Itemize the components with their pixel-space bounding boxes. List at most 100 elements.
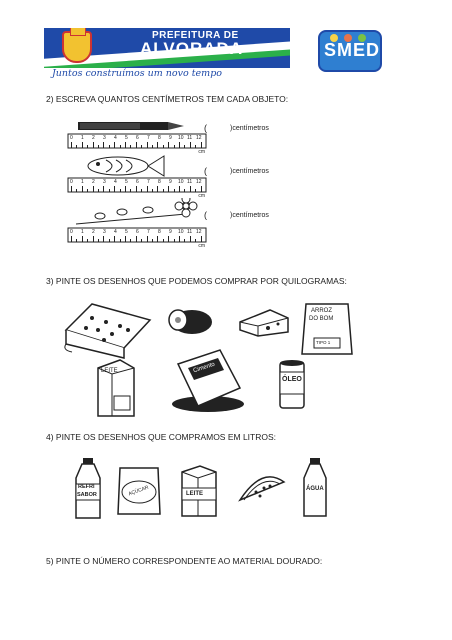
ruler-tick <box>103 236 105 242</box>
cement-bag-icon <box>172 349 244 412</box>
ruler-tick <box>81 186 83 192</box>
cloth-icon <box>64 303 152 359</box>
ruler-tick <box>135 142 137 148</box>
ruler-tick <box>162 239 164 242</box>
cheese-icon <box>239 309 289 337</box>
ruler-tick <box>179 186 180 192</box>
fish-ruler-figure <box>67 155 207 193</box>
ruler-tick <box>130 239 132 242</box>
ruler-tick <box>103 186 105 192</box>
ruler-tick <box>200 186 202 192</box>
ruler-tick <box>119 189 121 192</box>
ruler-tick <box>98 239 99 242</box>
ruler-tick <box>108 189 110 192</box>
ruler-tick <box>179 236 180 242</box>
ruler-tick <box>157 186 159 192</box>
ruler-tick <box>146 186 148 192</box>
sugar-bag-icon <box>117 467 161 515</box>
ruler-tick <box>173 239 175 242</box>
ruler-tick <box>81 236 83 242</box>
ruler-tick <box>114 186 116 192</box>
ruler-tick <box>189 142 191 148</box>
ruler-tick <box>92 236 94 242</box>
pencil-icon <box>78 122 168 130</box>
pencil-ruler-figure <box>67 122 207 149</box>
ruler-tick <box>103 142 105 148</box>
ruler-tick <box>168 142 170 148</box>
question-5-title: 5) PINTE O NÚMERO CORRESPONDENTE AO MATE… <box>46 556 323 566</box>
ruler-tick <box>141 239 143 242</box>
ruler-tick <box>76 145 78 148</box>
ruler-tick <box>119 145 121 148</box>
q4-milk-label: LEITE <box>186 491 204 497</box>
ruler-tick <box>87 189 89 192</box>
answer-label-3: )centímetros <box>230 212 269 219</box>
flower-ruler-figure <box>67 198 207 243</box>
ruler-tick <box>184 239 186 242</box>
ruler-tick <box>195 239 197 242</box>
ruler-tick <box>157 142 159 148</box>
ruler-tick <box>87 239 89 242</box>
ruler-tick <box>152 145 153 148</box>
flower-stem-icon <box>75 213 187 225</box>
milk-carton-icon <box>97 359 135 417</box>
answer-paren-1: ( <box>204 123 207 133</box>
ruler-tick <box>125 186 126 192</box>
ruler-tick <box>152 239 153 242</box>
motto: Juntos construímos um novo tempo <box>52 68 222 79</box>
ruler-tick <box>76 239 78 242</box>
ruler-tick <box>157 236 159 242</box>
ruler-tick <box>162 145 164 148</box>
ruler-tick <box>162 189 164 192</box>
soda-bottle-icon <box>75 458 101 519</box>
smed-logo-text: SMED <box>324 40 381 60</box>
water-bottle-icon <box>303 458 327 517</box>
ruler-tick <box>71 186 72 192</box>
rice-tipo-label: TIPO 1 <box>316 340 331 345</box>
ruler-3: 0 1 2 3 4 5 6 7 8 9 10 11 12 cm <box>70 229 205 249</box>
rice-label-1: ARROZ <box>311 308 332 314</box>
watermelon-icon <box>238 476 286 502</box>
ruler-tick <box>98 145 99 148</box>
ruler-tick <box>195 189 197 192</box>
ruler-tick <box>71 236 72 242</box>
ruler-tick <box>200 142 202 148</box>
fish-icon <box>87 156 149 176</box>
ruler-1: 0 1 2 3 4 5 6 7 8 9 10 11 12 cm <box>70 135 205 155</box>
ruler-tick <box>173 145 175 148</box>
ruler-tick <box>98 189 99 192</box>
ruler-tick <box>114 236 116 242</box>
ruler-tick <box>114 142 116 148</box>
banner-line-1: PREFEITURA DE <box>152 30 239 41</box>
answer-paren-3: ( <box>204 210 207 220</box>
ruler-tick <box>125 142 126 148</box>
question-2-title: 2) ESCREVA QUANTOS CENTÍMETROS TEM CADA … <box>46 94 289 104</box>
ruler-tick <box>135 236 137 242</box>
ruler-tick <box>87 145 89 148</box>
milk-box-icon <box>181 465 217 517</box>
ruler-tick <box>195 145 197 148</box>
ruler-2: 0 1 2 3 4 5 6 7 8 9 10 11 12 cm <box>70 179 205 199</box>
answer-paren-2: ( <box>204 166 207 176</box>
ruler-tick <box>119 239 121 242</box>
flower-icon <box>174 198 198 218</box>
banner-line-2: ALVORADA <box>140 39 244 58</box>
sausage-icon <box>168 309 212 334</box>
ruler-tick <box>71 142 72 148</box>
rice-bag-icon <box>301 303 353 355</box>
oil-label: ÓLEO <box>282 376 302 383</box>
ruler-tick <box>141 189 143 192</box>
q3-milk-label: LEITE <box>101 368 118 374</box>
ruler-tick <box>168 236 170 242</box>
question-4-title: 4) PINTE OS DESENHOS QUE COMPRAMOS EM LI… <box>46 432 277 442</box>
ruler-tick <box>76 189 78 192</box>
ruler-tick <box>135 186 137 192</box>
ruler-tick <box>200 236 202 242</box>
ruler-tick <box>168 186 170 192</box>
ruler-tick <box>152 189 153 192</box>
ruler-tick <box>184 189 186 192</box>
ruler-tick <box>173 189 175 192</box>
soda-label-1: REFRI <box>78 484 95 490</box>
ruler-tick <box>92 186 94 192</box>
ruler-tick <box>146 236 148 242</box>
